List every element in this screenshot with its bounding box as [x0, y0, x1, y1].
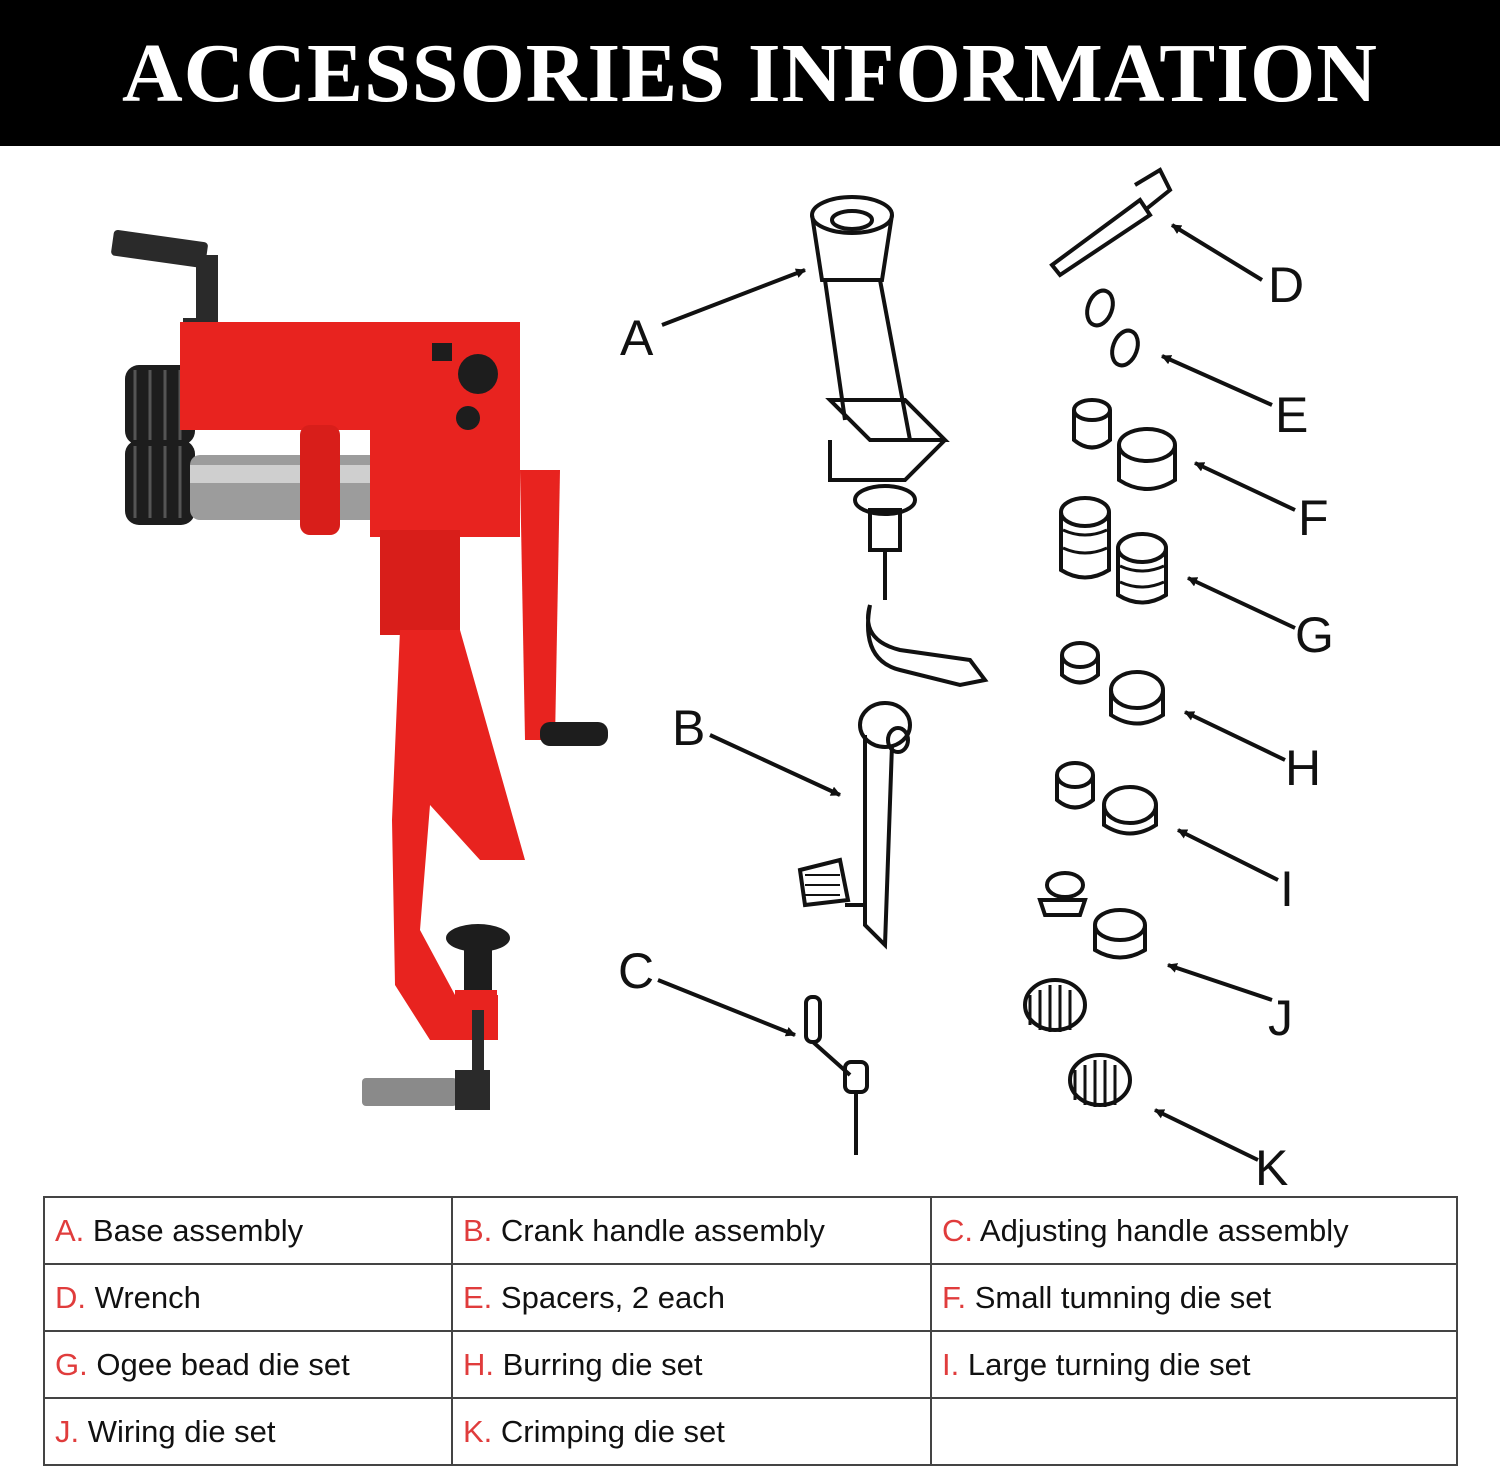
- label-c: C: [618, 943, 654, 999]
- parts-table: A. Base assembly B. Crank handle assembl…: [43, 1196, 1458, 1466]
- part-a-drawing: [810, 195, 989, 688]
- table-cell: D. Wrench: [43, 1263, 453, 1332]
- table-row: A. Base assembly B. Crank handle assembl…: [43, 1196, 1458, 1265]
- table-cell: G. Ogee bead die set: [43, 1330, 453, 1399]
- table-cell: H. Burring die set: [451, 1330, 932, 1399]
- part-e-drawing: [1085, 288, 1140, 368]
- part-c-drawing: [804, 995, 869, 1155]
- table-cell: F. Small tumning die set: [930, 1263, 1458, 1332]
- part-j-drawing: [1037, 871, 1147, 960]
- label-j: J: [1268, 990, 1293, 1046]
- part-name: Crimping die set: [500, 1413, 725, 1449]
- part-name: Adjusting handle assembly: [979, 1212, 1349, 1248]
- table-row: J. Wiring die set K. Crimping die set: [43, 1397, 1458, 1466]
- part-name: Large turning die set: [967, 1346, 1251, 1382]
- part-drawings: [797, 167, 1177, 1155]
- table-row: G. Ogee bead die set H. Burring die set …: [43, 1330, 1458, 1399]
- table-cell: A. Base assembly: [43, 1196, 453, 1265]
- page-title: ACCESSORIES INFORMATION: [122, 26, 1378, 120]
- part-letter: H.: [463, 1346, 494, 1382]
- label-d: D: [1268, 257, 1304, 313]
- part-name: Wiring die set: [87, 1413, 276, 1449]
- label-b: B: [672, 700, 705, 756]
- part-letter: E.: [463, 1279, 493, 1315]
- label-e: E: [1275, 387, 1308, 443]
- part-letter: K.: [463, 1413, 493, 1449]
- part-letter: C.: [942, 1212, 973, 1248]
- part-name: Spacers, 2 each: [500, 1279, 725, 1315]
- table-cell: E. Spacers, 2 each: [451, 1263, 932, 1332]
- title-banner: ACCESSORIES INFORMATION: [0, 0, 1500, 146]
- part-letter: D.: [55, 1279, 86, 1315]
- label-h: H: [1285, 740, 1321, 796]
- part-letter: I.: [942, 1346, 960, 1382]
- part-f-drawing: [1072, 398, 1177, 491]
- table-cell: I. Large turning die set: [930, 1330, 1458, 1399]
- part-k-drawing: [1023, 978, 1132, 1107]
- part-letter: F.: [942, 1279, 967, 1315]
- illustration: A B C D E F G H I J K: [111, 167, 1334, 1196]
- part-letter: A.: [55, 1212, 85, 1248]
- part-letter: J.: [55, 1413, 80, 1449]
- part-i-drawing: [1055, 761, 1158, 836]
- part-name: Burring die set: [502, 1346, 703, 1382]
- part-letter: G.: [55, 1346, 88, 1382]
- bead-roller-machine-image: [111, 229, 608, 1110]
- table-cell-empty: [930, 1397, 1458, 1466]
- part-name: Ogee bead die set: [96, 1346, 350, 1382]
- table-cell: B. Crank handle assembly: [451, 1196, 932, 1265]
- table-cell: C. Adjusting handle assembly: [930, 1196, 1458, 1265]
- pointer-arrows: [657, 223, 1296, 1162]
- label-g: G: [1295, 607, 1334, 663]
- part-name: Small tumning die set: [974, 1279, 1272, 1315]
- label-f: F: [1298, 490, 1329, 546]
- part-g-drawing: [1059, 496, 1168, 605]
- part-name: Crank handle assembly: [500, 1212, 825, 1248]
- part-h-drawing: [1060, 641, 1165, 726]
- part-d-drawing: [1049, 167, 1173, 278]
- table-row: D. Wrench E. Spacers, 2 each F. Small tu…: [43, 1263, 1458, 1332]
- part-name: Wrench: [94, 1279, 201, 1315]
- table-cell: K. Crimping die set: [451, 1397, 932, 1466]
- part-letter: B.: [463, 1212, 493, 1248]
- table-cell: J. Wiring die set: [43, 1397, 453, 1466]
- label-i: I: [1280, 861, 1294, 917]
- diagram-letter-labels: A B C D E F G H I J K: [618, 257, 1334, 1196]
- part-b-drawing: [797, 701, 912, 950]
- label-k: K: [1255, 1140, 1288, 1196]
- label-a: A: [620, 310, 654, 366]
- part-name: Base assembly: [92, 1212, 304, 1248]
